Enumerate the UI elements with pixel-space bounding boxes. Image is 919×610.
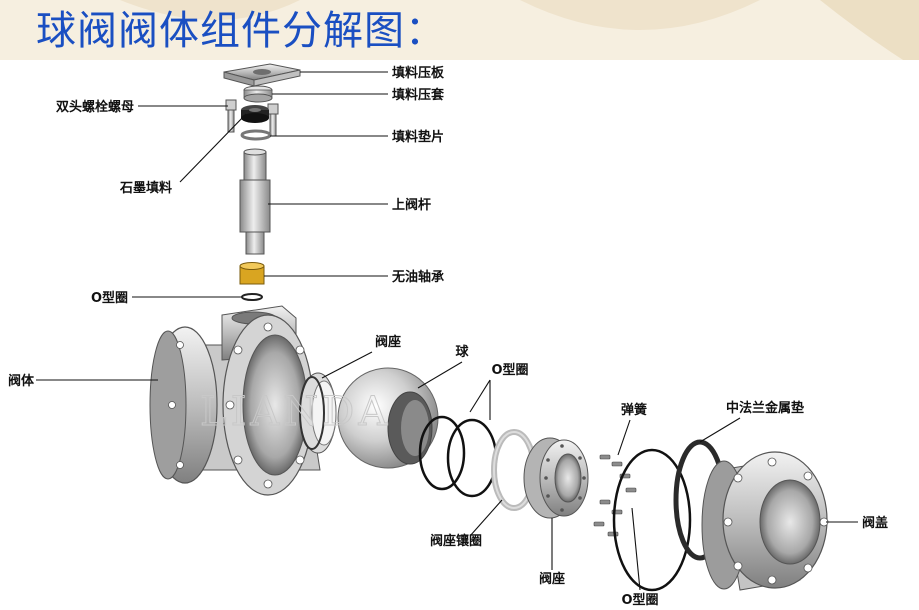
label-stud-bolt-nut: 双头螺栓螺母: [56, 99, 134, 115]
exploded-diagram: LIANDA 填料压板 填料压套 双头螺栓螺母 填料垫片 石墨填料 上阀杆 无油…: [8, 63, 888, 608]
label-gland-sleeve: 填料压套: [392, 87, 445, 103]
callout-labels: 填料压板 填料压套 双头螺栓螺母 填料垫片 石墨填料 上阀杆 无油轴承 O型圈 …: [8, 65, 888, 608]
seat-right-part: [523, 437, 589, 519]
label-spring: 弹簧: [621, 402, 647, 418]
bonnet-part: [701, 451, 829, 591]
label-upper-stem: 上阀杆: [392, 197, 431, 213]
label-o-ring-stem: O型圈: [91, 290, 128, 306]
seat-left-part: [299, 372, 337, 454]
valve-body-part: [149, 305, 321, 496]
gland-sleeve-part: [243, 85, 273, 103]
label-gland-plate: 填料压板: [392, 65, 445, 81]
label-ball: 球: [455, 344, 469, 360]
leader-lines: [36, 71, 858, 591]
label-valve-body: 阀体: [8, 373, 35, 389]
label-packing-gasket: 填料垫片: [392, 129, 444, 145]
ball-part: [337, 367, 439, 469]
label-mid-flange-gasket: 中法兰金属垫: [726, 400, 804, 416]
o-ring-bottom-part: [612, 448, 692, 592]
label-oilless-bearing: 无油轴承: [391, 269, 444, 285]
label-bonnet: 阀盖: [862, 515, 888, 531]
graphite-packing-part: [241, 105, 269, 123]
page-title: 球阀阀体组件分解图：: [36, 8, 446, 54]
label-o-ring-bottom: O型圈: [621, 592, 658, 608]
packing-gasket-part: [240, 129, 272, 141]
o-ring-stem-part: [241, 293, 263, 301]
upper-stem-part: [239, 148, 271, 255]
spring-part: [593, 454, 637, 537]
label-graphite-packing: 石墨填料: [119, 180, 172, 196]
label-seat-right: 阀座: [539, 571, 565, 587]
label-seat-left: 阀座: [375, 334, 401, 350]
diagram-panel: LIANDA 填料压板 填料压套 双头螺栓螺母 填料垫片 石墨填料 上阀杆 无油…: [0, 60, 919, 610]
label-o-ring-seat: O型圈: [491, 362, 528, 378]
watermark-text: LIANDA: [200, 389, 391, 435]
oilless-bearing-part: [239, 262, 265, 285]
label-seat-insert: 阀座镶圈: [430, 533, 482, 549]
gland-plate-part: [223, 63, 301, 87]
